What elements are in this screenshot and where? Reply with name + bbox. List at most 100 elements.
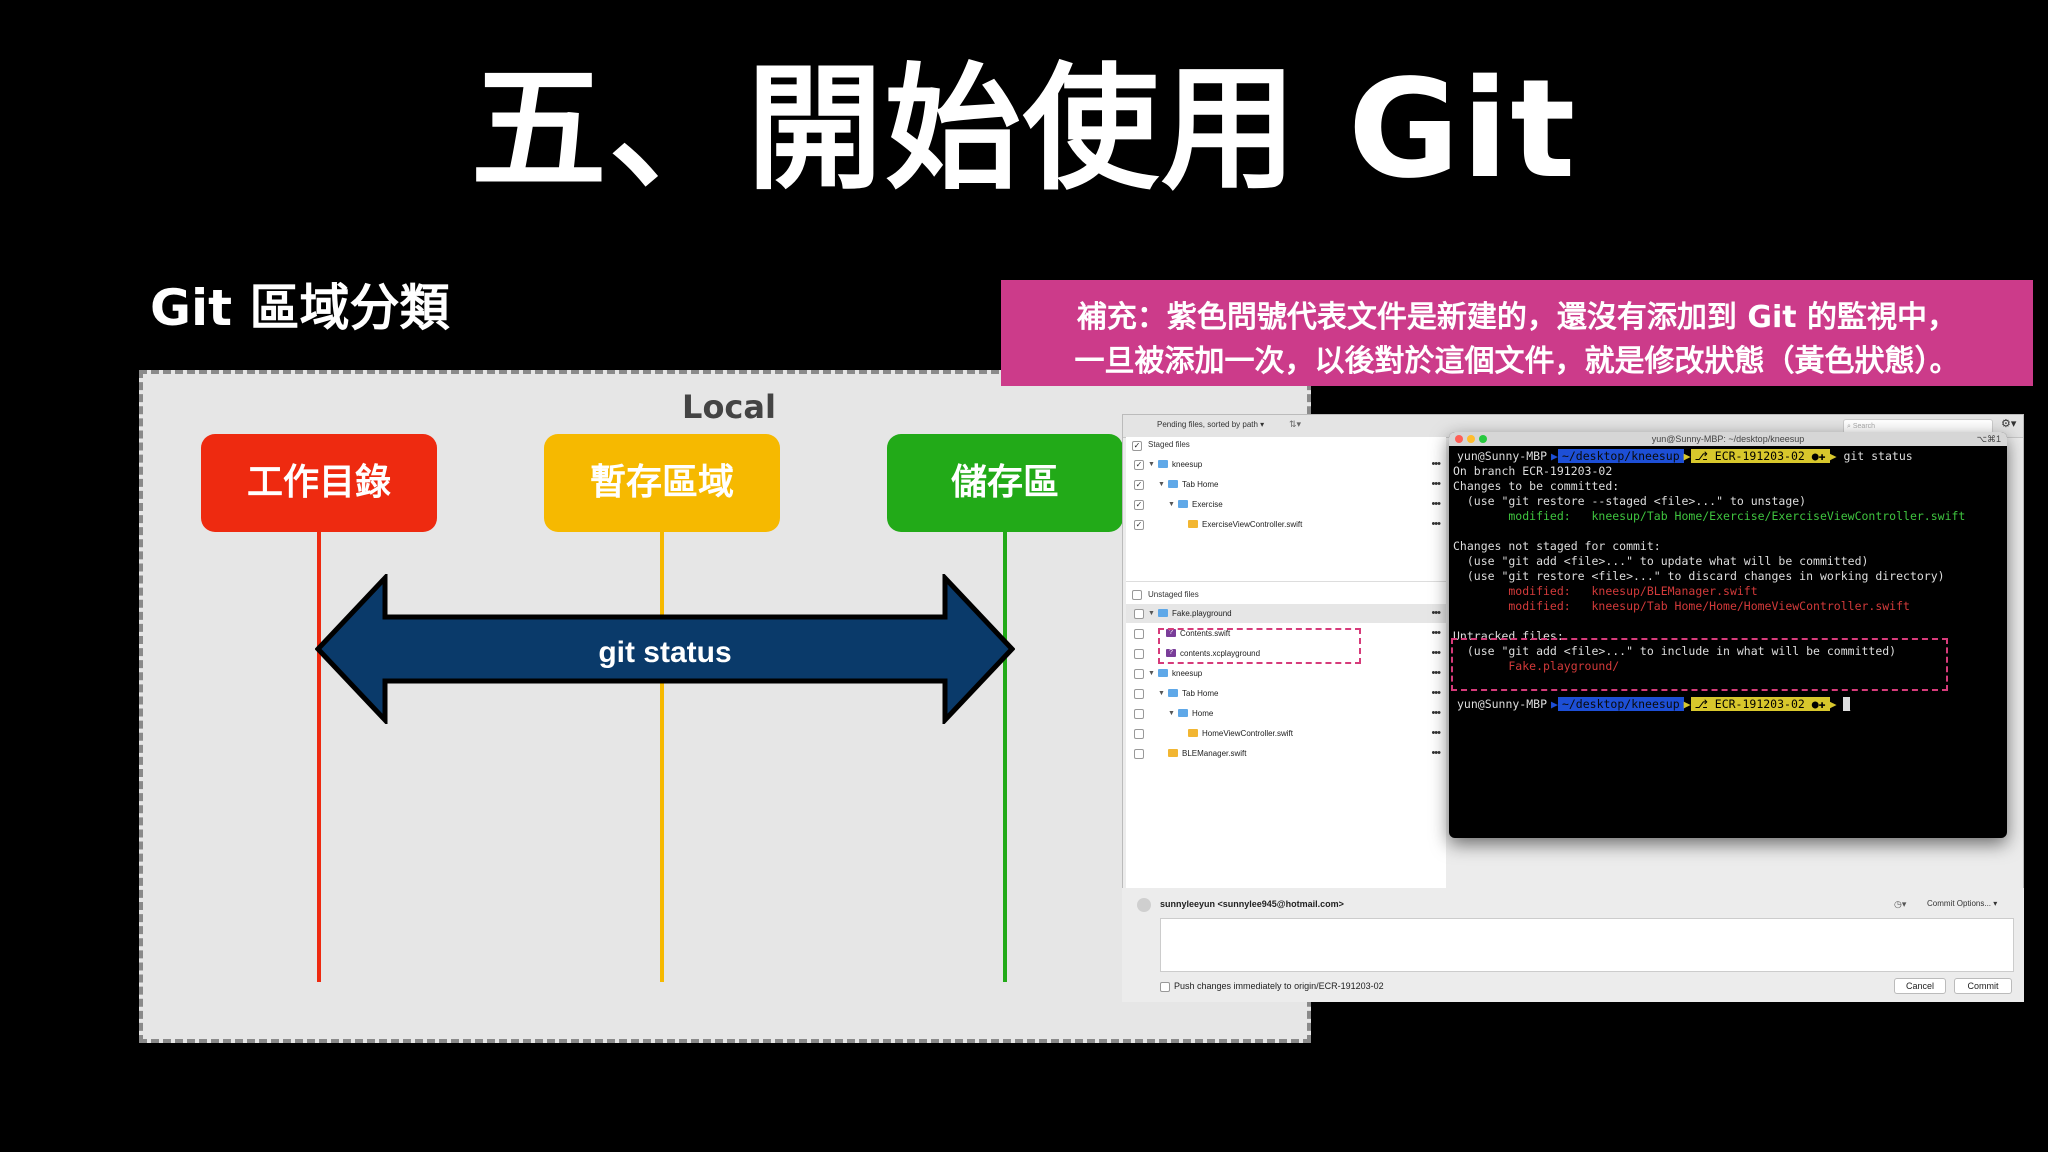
disclosure-triangle-icon[interactable]: ▼ <box>1148 610 1155 617</box>
avatar <box>1137 898 1151 912</box>
unstaged-row[interactable]: BLEManager.swift ••• <box>1126 744 1446 763</box>
close-window-icon[interactable] <box>1455 435 1463 443</box>
history-icon[interactable]: ◷▾ <box>1894 899 1907 909</box>
working-directory-box: 工作目錄 <box>201 434 437 532</box>
checkbox[interactable] <box>1134 649 1144 659</box>
terminal-output-line: modified: kneesup/Tab Home/Exercise/Exer… <box>1453 509 1966 523</box>
unstaged-row[interactable]: HomeViewController.swift ••• <box>1126 724 1446 743</box>
terminal-output-line: (use "git restore <file>..." to discard … <box>1453 569 1945 583</box>
folder-icon <box>1168 689 1178 697</box>
unstaged-row[interactable]: ? contents.xcplayground ••• <box>1126 644 1446 663</box>
unstaged-files-header: Unstaged files <box>1148 590 1199 599</box>
folder-icon <box>1158 460 1168 468</box>
unstaged-row[interactable]: ? Contents.swift ••• <box>1126 624 1446 643</box>
terminal-output-line: (use "git add <file>..." to update what … <box>1453 554 1869 568</box>
checkbox[interactable] <box>1134 669 1144 679</box>
powerline-separator-icon: ▶ <box>1829 697 1837 711</box>
unstaged-row[interactable]: ▼ Fake.playground ••• <box>1126 604 1446 623</box>
more-icon[interactable]: ••• <box>1431 518 1441 530</box>
checkbox[interactable]: ✓ <box>1134 460 1144 470</box>
terminal-titlebar: yun@Sunny-MBP: ~/desktop/kneesup ⌥⌘1 <box>1449 432 2007 446</box>
more-icon[interactable]: ••• <box>1431 458 1441 470</box>
disclosure-triangle-icon[interactable]: ▼ <box>1168 710 1175 717</box>
file-name: Home <box>1192 709 1214 718</box>
terminal-output-line: (use "git restore --staged <file>..." to… <box>1453 494 1807 508</box>
unstaged-row[interactable]: ▼ Home ••• <box>1126 704 1446 723</box>
staged-row[interactable]: ✓ ExerciseViewController.swift ••• <box>1126 515 1446 534</box>
staging-area-box: 暫存區域 <box>544 434 780 532</box>
branch-icon: ⎇ <box>1694 697 1715 711</box>
disclosure-triangle-icon[interactable]: ▼ <box>1168 501 1175 508</box>
untracked-question-icon: ? <box>1166 649 1176 657</box>
staged-row[interactable]: ✓ ▼ kneesup ••• <box>1126 455 1446 474</box>
prompt-branch: ⎇ ECR-191203-02 ●✚ <box>1690 697 1830 711</box>
file-name: contents.xcplayground <box>1180 649 1261 658</box>
more-icon[interactable]: ••• <box>1431 707 1441 719</box>
commit-button[interactable]: Commit <box>1954 978 2012 994</box>
push-checkbox[interactable] <box>1160 982 1170 992</box>
staged-select-all-checkbox[interactable]: ✓ <box>1132 441 1142 451</box>
modified-file-icon <box>1168 749 1178 757</box>
disclosure-triangle-icon[interactable]: ▼ <box>1158 481 1165 488</box>
file-name: kneesup <box>1172 460 1203 469</box>
note-box: 補充：紫色問號代表文件是新建的，還沒有添加到 Git 的監視中， 一旦被添加一次… <box>1001 280 2033 386</box>
commit-options-dropdown[interactable]: Commit Options... ▾ <box>1927 899 1998 908</box>
untracked-question-icon: ? <box>1166 629 1176 637</box>
zoom-window-icon[interactable] <box>1479 435 1487 443</box>
note-line-2: 一旦被添加一次，以後對於這個文件，就是修改狀態（黃色狀態）。 <box>1074 344 1960 379</box>
checkbox[interactable]: ✓ <box>1134 480 1144 490</box>
terminal-output-line: Fake.playground/ <box>1453 659 1620 673</box>
checkbox[interactable] <box>1134 609 1144 619</box>
more-icon[interactable]: ••• <box>1431 687 1441 699</box>
terminal-output-line: Changes not staged for commit: <box>1453 539 1661 553</box>
more-icon[interactable]: ••• <box>1431 498 1441 510</box>
prompt-path: ~/desktop/kneesup <box>1557 449 1684 463</box>
pane-divider <box>1126 581 1446 582</box>
folder-icon <box>1178 709 1188 717</box>
working-directory-line <box>317 532 321 982</box>
push-label: Push changes immediately to origin/ECR-1… <box>1174 981 1384 991</box>
more-icon[interactable]: ••• <box>1431 647 1441 659</box>
note-line-1: 補充：紫色問號代表文件是新建的，還沒有添加到 Git 的監視中， <box>1076 300 1958 335</box>
terminal-output-line: On branch ECR-191203-02 <box>1453 464 1613 478</box>
commit-message-input[interactable] <box>1160 918 2014 972</box>
disclosure-triangle-icon[interactable]: ▼ <box>1148 461 1155 468</box>
more-icon[interactable]: ••• <box>1431 607 1441 619</box>
disclosure-triangle-icon[interactable]: ▼ <box>1158 690 1165 697</box>
prompt-line: yun@Sunny-MBP▶~/desktop/kneesup▶⎇ ECR-19… <box>1453 449 1913 463</box>
staged-row[interactable]: ✓ ▼ Tab Home ••• <box>1126 475 1446 494</box>
cancel-button[interactable]: Cancel <box>1894 978 1946 994</box>
folder-icon <box>1178 500 1188 508</box>
checkbox[interactable] <box>1134 749 1144 759</box>
gear-icon[interactable]: ⚙▾ <box>2001 418 2017 430</box>
checkbox[interactable]: ✓ <box>1134 520 1144 530</box>
unstaged-row[interactable]: ▼ Tab Home ••• <box>1126 684 1446 703</box>
terminal-cursor[interactable]: _ <box>1843 697 1851 711</box>
file-name: HomeViewController.swift <box>1202 729 1293 738</box>
filter-icon[interactable]: ⇅▾ <box>1289 419 1302 429</box>
file-name: BLEManager.swift <box>1182 749 1247 758</box>
powerline-separator-icon: ▶ <box>1829 449 1837 463</box>
folder-icon <box>1158 609 1168 617</box>
checkbox[interactable] <box>1134 629 1144 639</box>
unstaged-row[interactable]: ▼ kneesup ••• <box>1126 664 1446 683</box>
git-status-double-arrow: git status <box>315 574 1015 724</box>
checkbox[interactable] <box>1134 729 1144 739</box>
more-icon[interactable]: ••• <box>1431 667 1441 679</box>
checkbox[interactable] <box>1134 709 1144 719</box>
prompt-line: yun@Sunny-MBP▶~/desktop/kneesup▶⎇ ECR-19… <box>1453 697 1851 711</box>
more-icon[interactable]: ••• <box>1431 727 1441 739</box>
powerline-separator-icon: ▶ <box>1683 449 1691 463</box>
file-name: kneesup <box>1172 669 1203 678</box>
checkbox[interactable] <box>1134 689 1144 699</box>
unstaged-select-all-checkbox[interactable] <box>1132 590 1142 600</box>
file-name: Tab Home <box>1182 689 1219 698</box>
more-icon[interactable]: ••• <box>1431 747 1441 759</box>
more-icon[interactable]: ••• <box>1431 627 1441 639</box>
more-icon[interactable]: ••• <box>1431 478 1441 490</box>
checkbox[interactable]: ✓ <box>1134 500 1144 510</box>
sort-dropdown[interactable]: Pending files, sorted by path ▾ <box>1157 420 1265 429</box>
staged-row[interactable]: ✓ ▼ Exercise ••• <box>1126 495 1446 514</box>
minimize-window-icon[interactable] <box>1467 435 1475 443</box>
disclosure-triangle-icon[interactable]: ▼ <box>1148 670 1155 677</box>
